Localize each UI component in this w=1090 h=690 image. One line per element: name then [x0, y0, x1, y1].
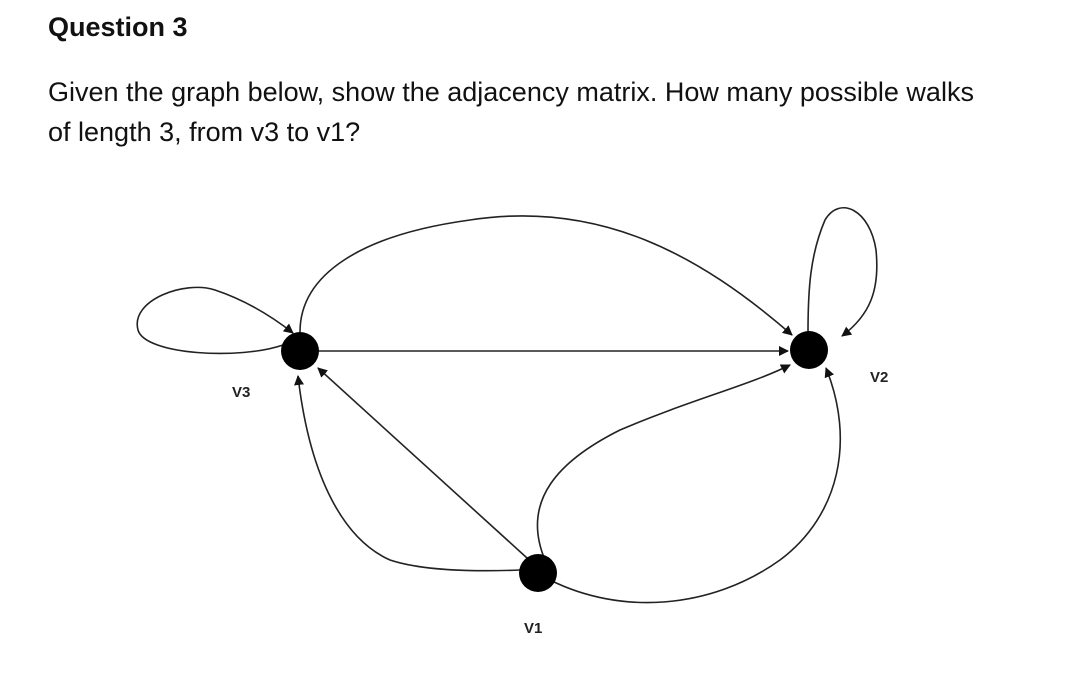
question-line-1: Given the graph below, show the adjacenc… — [48, 77, 974, 107]
vertex-label-v3: V3 — [232, 384, 250, 401]
vertex-v1 — [519, 554, 557, 592]
edge-v1-v2-inner — [536, 364, 791, 561]
vertex-label-v1: V1 — [524, 620, 542, 637]
vertex-v2 — [790, 331, 828, 369]
edge-v1-v3-straight — [317, 367, 528, 559]
question-text: Given the graph below, show the adjacenc… — [48, 72, 1078, 152]
edge-v3-v3-loop — [136, 286, 294, 355]
edge-v1-v3-curve — [294, 375, 521, 572]
question-line-2: of length 3, from v3 to v1? — [48, 117, 361, 147]
question-heading: Question 3 — [48, 12, 188, 42]
edge-v1-v2-outer — [549, 367, 842, 604]
vertex-v3 — [281, 332, 319, 370]
edge-v2-v2-loop — [807, 207, 878, 337]
vertex-label-v2: V2 — [870, 369, 888, 386]
edge-v3-v2-arc — [299, 215, 793, 336]
